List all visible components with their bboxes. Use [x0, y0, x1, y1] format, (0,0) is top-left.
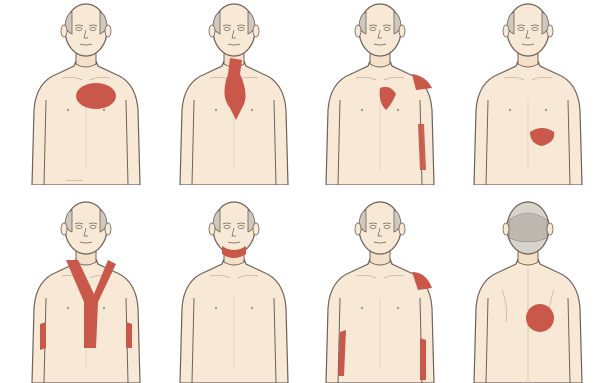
- figure-neck-cross-arms: [12, 198, 160, 383]
- pain-region-center-chest: [76, 83, 116, 109]
- figure-back: [454, 198, 601, 383]
- figure-jaw-neck: [160, 198, 308, 383]
- figure-left-chest-arm: [306, 0, 454, 185]
- pain-region-mid-back: [526, 304, 554, 332]
- figure-shoulder-arms: [306, 198, 454, 383]
- figure-upper-abdomen: [454, 0, 601, 185]
- figure-neck-sternum: [160, 0, 308, 185]
- caption-fragment: ~~~~: [66, 178, 82, 185]
- pain-region-left-arm: [420, 338, 426, 380]
- figure-chest-center: [12, 0, 160, 185]
- pain-region-left-arm: [126, 322, 132, 348]
- pain-region-right-arm: [40, 322, 46, 350]
